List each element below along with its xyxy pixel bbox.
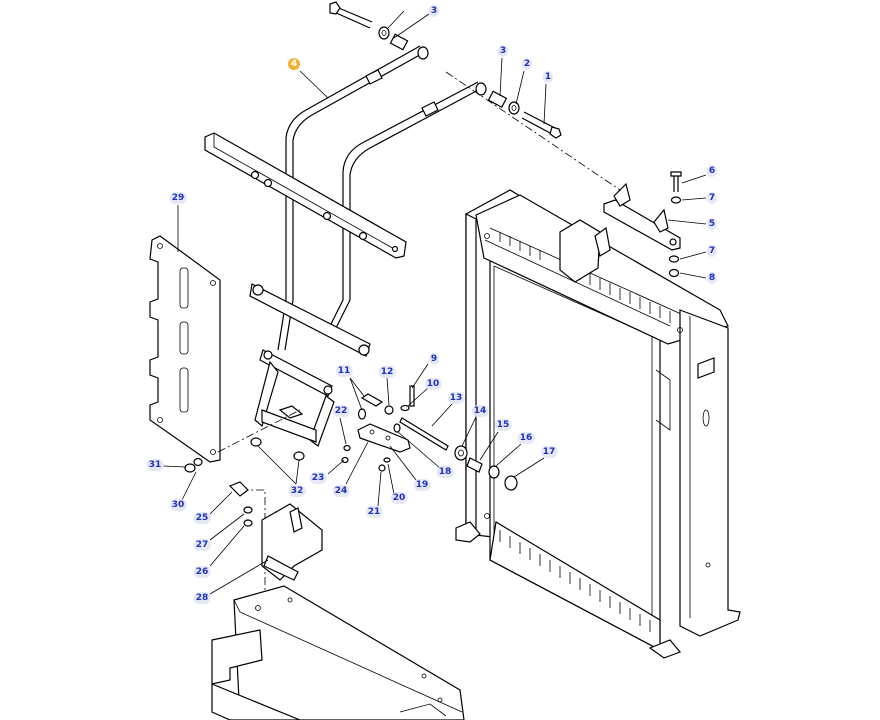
callout-11[interactable]: 11 — [335, 365, 353, 377]
radiator — [455, 189, 741, 659]
callout-15[interactable]: 15 — [494, 419, 512, 431]
callout-23[interactable]: 23 — [309, 472, 327, 484]
nuts-group — [184, 437, 305, 473]
callout-13[interactable]: 13 — [447, 392, 465, 404]
lower-bracket-assembly — [228, 481, 323, 581]
callout-26[interactable]: 26 — [193, 566, 211, 578]
top-bracket-assembly — [603, 171, 682, 278]
callout-9[interactable]: 9 — [428, 353, 440, 365]
callout-27[interactable]: 27 — [193, 539, 211, 551]
callout-24[interactable]: 24 — [332, 485, 350, 497]
callout-3[interactable]: 3 — [428, 5, 440, 17]
callout-8[interactable]: 8 — [706, 272, 718, 284]
upper-bolt-assembly — [329, 1, 409, 51]
base-platform — [211, 585, 465, 720]
alignment-line — [217, 409, 301, 453]
linkage-small-parts — [341, 385, 518, 491]
callout-31[interactable]: 31 — [146, 459, 164, 471]
callout-17[interactable]: 17 — [540, 446, 558, 458]
callout-3[interactable]: 3 — [497, 45, 509, 57]
callout-14[interactable]: 14 — [471, 405, 489, 417]
callout-22[interactable]: 22 — [332, 405, 350, 417]
callout-29[interactable]: 29 — [169, 192, 187, 204]
alignment-line — [445, 71, 621, 191]
callout-6[interactable]: 6 — [706, 165, 718, 177]
callout-20[interactable]: 20 — [390, 492, 408, 504]
callout-2[interactable]: 2 — [521, 58, 533, 70]
callout-4-highlighted[interactable]: 4 — [288, 58, 300, 70]
lower-cross-tubes — [249, 283, 371, 447]
callout-30[interactable]: 30 — [169, 499, 187, 511]
callout-21[interactable]: 21 — [365, 506, 383, 518]
mounting-plate — [149, 235, 221, 463]
callout-5[interactable]: 5 — [706, 218, 718, 230]
callout-16[interactable]: 16 — [517, 432, 535, 444]
support-rod-assembly — [277, 45, 487, 351]
callout-12[interactable]: 12 — [378, 366, 396, 378]
callout-7[interactable]: 7 — [706, 192, 718, 204]
callout-1[interactable]: 1 — [542, 71, 554, 83]
callout-19[interactable]: 19 — [413, 479, 431, 491]
upper-cross-bracket — [204, 132, 407, 259]
callout-18[interactable]: 18 — [436, 466, 454, 478]
callout-10[interactable]: 10 — [424, 378, 442, 390]
callout-25[interactable]: 25 — [193, 512, 211, 524]
callout-32[interactable]: 32 — [288, 485, 306, 497]
right-bolt-assembly — [487, 90, 562, 139]
callout-7[interactable]: 7 — [706, 245, 718, 257]
callout-28[interactable]: 28 — [193, 592, 211, 604]
callout-leaders — [162, 10, 707, 595]
